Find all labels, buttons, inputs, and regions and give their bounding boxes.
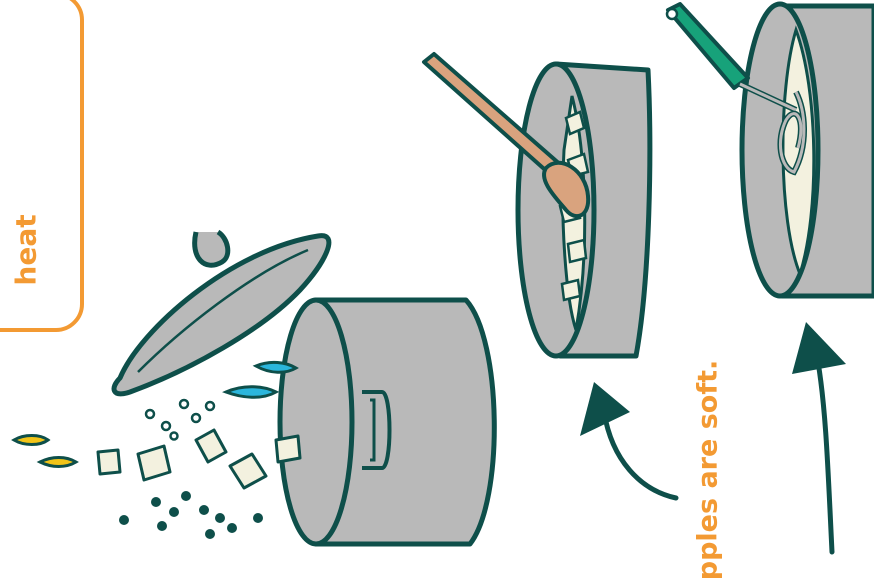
arrow-icon	[792, 322, 846, 552]
cooking-pot-icon	[280, 300, 494, 544]
arrow-icon	[580, 382, 676, 498]
spice-seeds	[146, 400, 214, 440]
step-note: pples are soft.	[693, 360, 724, 580]
mashing-pot	[742, 4, 874, 296]
illustration	[0, 0, 874, 557]
apple-cubes	[98, 430, 300, 488]
oil-drops	[14, 436, 76, 467]
pepper-dots	[119, 491, 263, 539]
